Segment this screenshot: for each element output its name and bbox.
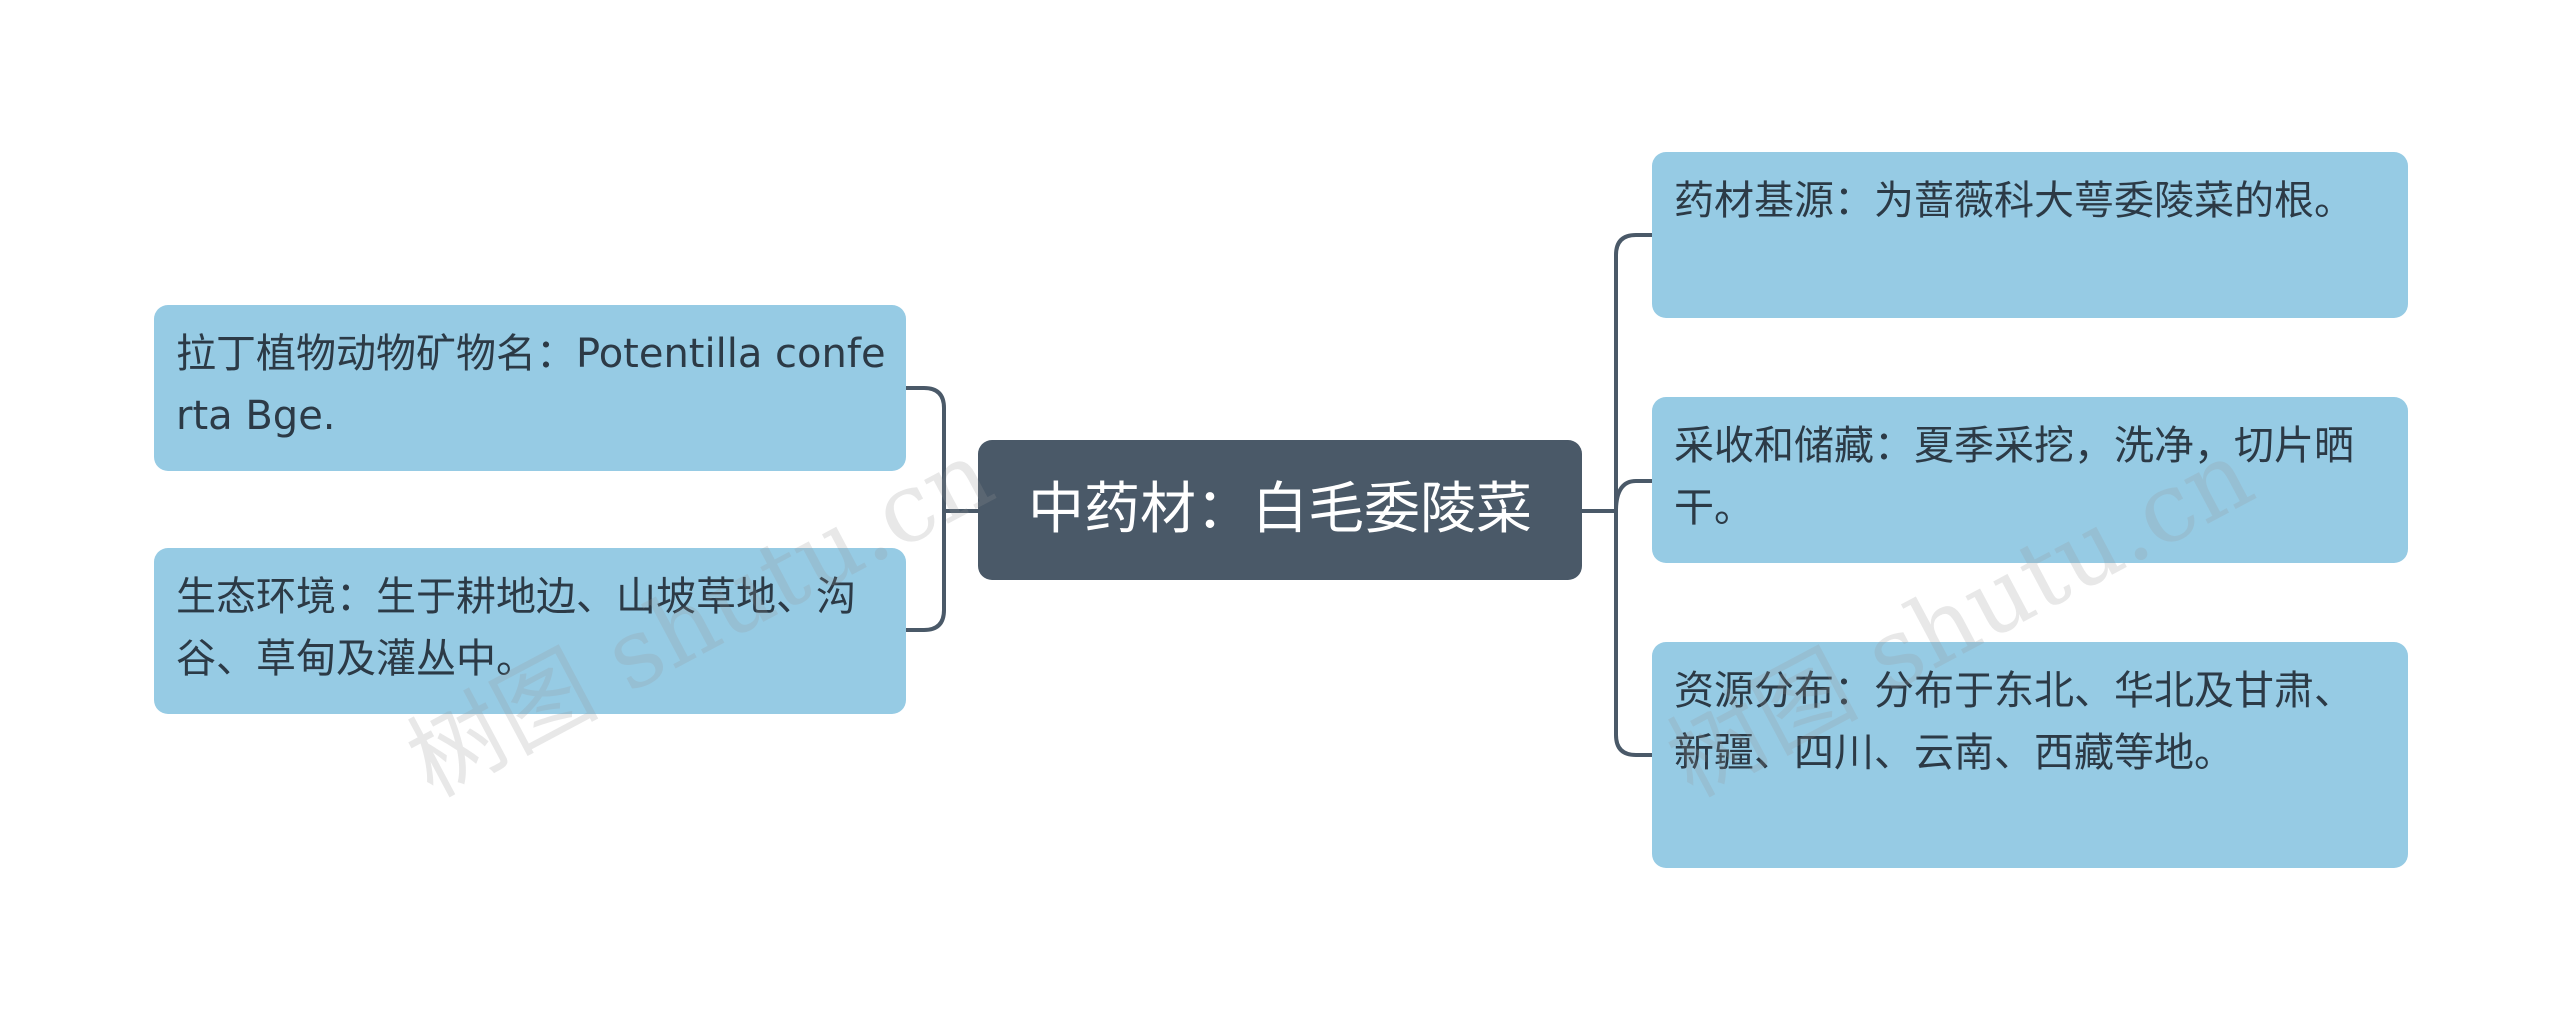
root-label: 中药材：白毛委陵菜 (1028, 477, 1532, 542)
branch-node-source[interactable]: 药材基源：为蔷薇科大萼委陵菜的根。 (1652, 152, 2408, 318)
connector-right-2 (1614, 479, 1654, 513)
branch-label-harvest: 采收和储藏：夏季采挖，洗净，切片晒干。 (1674, 423, 2354, 531)
branch-node-habitat[interactable]: 生态环境：生于耕地边、山坡草地、沟谷、草甸及灌丛中。 (154, 548, 906, 714)
branch-label-habitat: 生态环境：生于耕地边、山坡草地、沟谷、草甸及灌丛中。 (176, 574, 856, 682)
connector-left-2 (904, 509, 946, 632)
branch-node-distribution[interactable]: 资源分布：分布于东北、华北及甘肃、新疆、四川、云南、西藏等地。 (1652, 642, 2408, 868)
branch-label-distribution: 资源分布：分布于东北、华北及甘肃、新疆、四川、云南、西藏等地。 (1674, 668, 2354, 776)
branch-node-harvest[interactable]: 采收和储藏：夏季采挖，洗净，切片晒干。 (1652, 397, 2408, 563)
root-node[interactable]: 中药材：白毛委陵菜 (978, 440, 1582, 580)
branch-label-latin-name: 拉丁植物动物矿物名：Potentilla conferta Bge. (176, 331, 886, 439)
branch-node-latin-name[interactable]: 拉丁植物动物矿物名：Potentilla conferta Bge. (154, 305, 906, 471)
connector-right-1 (1614, 233, 1654, 513)
connector-right-3 (1614, 509, 1654, 757)
connector-left-1 (904, 386, 946, 513)
branch-label-source: 药材基源：为蔷薇科大萼委陵菜的根。 (1674, 178, 2354, 224)
